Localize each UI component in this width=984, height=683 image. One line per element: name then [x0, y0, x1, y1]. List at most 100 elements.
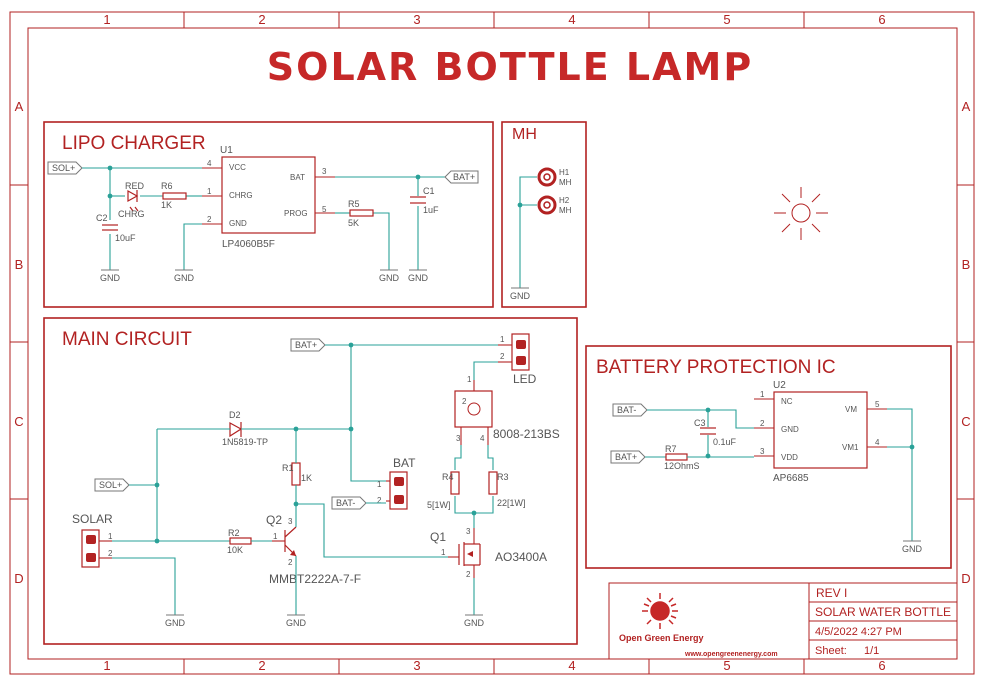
svg-text:GND: GND: [174, 273, 195, 283]
resistor-r2: R2 10K: [227, 528, 252, 555]
svg-text:5: 5: [875, 400, 880, 409]
col-label-5: 5: [723, 12, 730, 27]
svg-text:2: 2: [462, 397, 467, 406]
svg-text:2: 2: [466, 570, 471, 579]
col-label-2-bottom: 2: [258, 658, 265, 673]
title-block: Open Green Energy www.opengreenenergy.co…: [608, 582, 958, 660]
svg-text:R6: R6: [161, 181, 173, 191]
svg-text:4: 4: [207, 159, 212, 168]
svg-text:2: 2: [207, 215, 212, 224]
svg-text:U2: U2: [773, 380, 786, 391]
svg-text:BAT: BAT: [290, 173, 305, 182]
row-label-b: B: [15, 257, 24, 272]
resistor-r5: R5 5K: [348, 199, 374, 228]
net-label-sol-main: SOL+: [94, 478, 130, 492]
svg-text:1K: 1K: [301, 473, 312, 483]
net-label-bat-pos-main: BAT+: [290, 338, 326, 352]
svg-text:H1: H1: [559, 168, 570, 177]
svg-text:1: 1: [108, 532, 113, 541]
rev-label: REV I: [816, 586, 847, 600]
net-label-sol-lipo: SOL+: [47, 161, 83, 175]
main-circuit-section: MAIN CIRCUIT BAT+ 1 2 LED 1: [43, 317, 578, 645]
mh-section-title: MH: [512, 126, 537, 143]
bat-connector: 1 2 BAT: [377, 456, 416, 510]
u2-chip: [773, 391, 868, 469]
svg-text:3: 3: [456, 434, 461, 443]
row-label-c: C: [14, 414, 23, 429]
svg-text:VM1: VM1: [842, 443, 859, 452]
svg-text:2: 2: [108, 549, 113, 558]
lipo-charger-section: LIPO CHARGER SOL+ U1 LP4060B5F VCC CHRG …: [43, 121, 494, 308]
svg-text:AO3400A: AO3400A: [495, 550, 547, 564]
capacitor-c2: C2 10uF: [96, 213, 136, 243]
svg-text:3: 3: [466, 527, 471, 536]
row-label-a-right: A: [962, 99, 971, 114]
svg-text:5K: 5K: [348, 218, 359, 228]
svg-text:MH: MH: [559, 206, 572, 215]
svg-text:1K: 1K: [161, 200, 172, 210]
frame-labels: 1 2 3 4 5 6 1 2 3 4 5 6 A B C D A B C D: [14, 12, 970, 673]
led-red-charge: RED CHRG: [118, 181, 145, 219]
website: www.opengreenenergy.com: [684, 651, 778, 658]
svg-text:1: 1: [467, 375, 472, 384]
svg-text:GND: GND: [100, 273, 121, 283]
svg-text:BAT-: BAT-: [336, 498, 355, 508]
svg-text:0.1uF: 0.1uF: [713, 437, 737, 447]
battery-section-title: BATTERY PROTECTION IC: [596, 357, 836, 378]
svg-text:GND: GND: [902, 544, 923, 554]
net-label-bat-neg-main: BAT-: [331, 496, 367, 510]
svg-text:2: 2: [377, 496, 382, 505]
u1-ref: U1: [220, 145, 233, 156]
svg-text:1: 1: [377, 480, 382, 489]
svg-text:Q2: Q2: [266, 513, 282, 527]
svg-text:R3: R3: [497, 472, 509, 482]
svg-text:3: 3: [288, 517, 293, 526]
solar-connector: 1 2 SOLAR: [72, 512, 113, 568]
svg-text:22[1W]: 22[1W]: [497, 498, 526, 508]
sun-icon: [774, 187, 828, 240]
svg-text:4: 4: [875, 438, 880, 447]
svg-text:BAT+: BAT+: [453, 172, 475, 182]
svg-text:1N5819-TP: 1N5819-TP: [222, 437, 268, 447]
col-label-3-bottom: 3: [413, 658, 420, 673]
svg-text:BAT-: BAT-: [617, 405, 636, 415]
svg-text:SOLAR: SOLAR: [72, 512, 113, 526]
svg-text:GND: GND: [379, 273, 400, 283]
svg-text:4: 4: [480, 434, 485, 443]
svg-text:1: 1: [273, 532, 278, 541]
svg-text:3: 3: [322, 167, 327, 176]
main-section-title: MAIN CIRCUIT: [62, 329, 192, 350]
svg-text:12OhmS: 12OhmS: [664, 461, 700, 471]
svg-text:GND: GND: [408, 273, 429, 283]
drawing-date: 4/5/2022 4:27 PM: [815, 626, 902, 638]
svg-text:1: 1: [760, 390, 765, 399]
switch-8008-213bs: 1 2 3 4 8008-213BS: [454, 375, 560, 445]
lipo-section-title: LIPO CHARGER: [62, 133, 206, 154]
svg-text:VM: VM: [845, 405, 857, 414]
sheet-value: 1/1: [864, 645, 879, 657]
svg-text:C2: C2: [96, 213, 108, 223]
u1-part: LP4060B5F: [222, 239, 275, 250]
svg-text:R7: R7: [665, 444, 677, 454]
svg-text:MMBT2222A-7-F: MMBT2222A-7-F: [269, 572, 361, 586]
mounting-hole-h2-icon: H2 MH: [537, 195, 572, 215]
row-label-a: A: [15, 99, 24, 114]
col-label-1: 1: [103, 12, 110, 27]
svg-text:10uF: 10uF: [115, 233, 136, 243]
col-label-6: 6: [878, 12, 885, 27]
svg-text:GND: GND: [781, 425, 799, 434]
battery-protection-section: BATTERY PROTECTION IC U2 AP6685 NC GND V…: [585, 345, 952, 569]
svg-text:GND: GND: [229, 219, 247, 228]
svg-text:R5: R5: [348, 199, 360, 209]
svg-text:1: 1: [500, 335, 505, 344]
svg-text:SOL+: SOL+: [52, 163, 75, 173]
row-label-c-right: C: [961, 414, 970, 429]
svg-text:5: 5: [322, 205, 327, 214]
net-label-bat-neg-battery: BAT-: [612, 403, 648, 417]
col-label-4: 4: [568, 12, 575, 27]
drawing-name: SOLAR WATER BOTTLE: [815, 605, 951, 619]
resistor-r4: R4 5[1W]: [427, 471, 460, 510]
svg-text:NC: NC: [781, 397, 793, 406]
svg-text:10K: 10K: [227, 545, 243, 555]
